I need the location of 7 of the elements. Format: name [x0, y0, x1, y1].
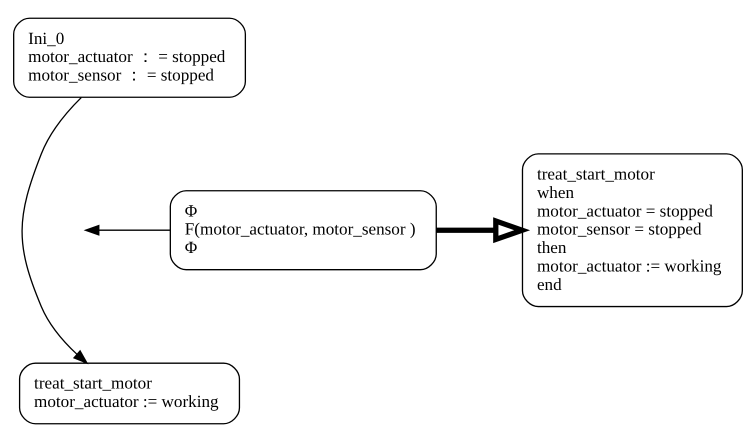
arrow — [21, 96, 88, 364]
node-box: treat_start_motor when motor_actuator = stopped motor_sensor = stopped then motor_actuator := working end — [522, 152, 743, 307]
arrow — [436, 216, 530, 243]
node-box: treat_start_motor motor_actuator := working — [18, 362, 240, 424]
arrow — [84, 224, 170, 236]
node-box: Ini_0 motor_actuator ： = stopped motor_sensor ： = stopped — [13, 17, 246, 98]
node-box: Φ F(motor_actuator, motor_sensor ) Φ — [170, 190, 437, 270]
